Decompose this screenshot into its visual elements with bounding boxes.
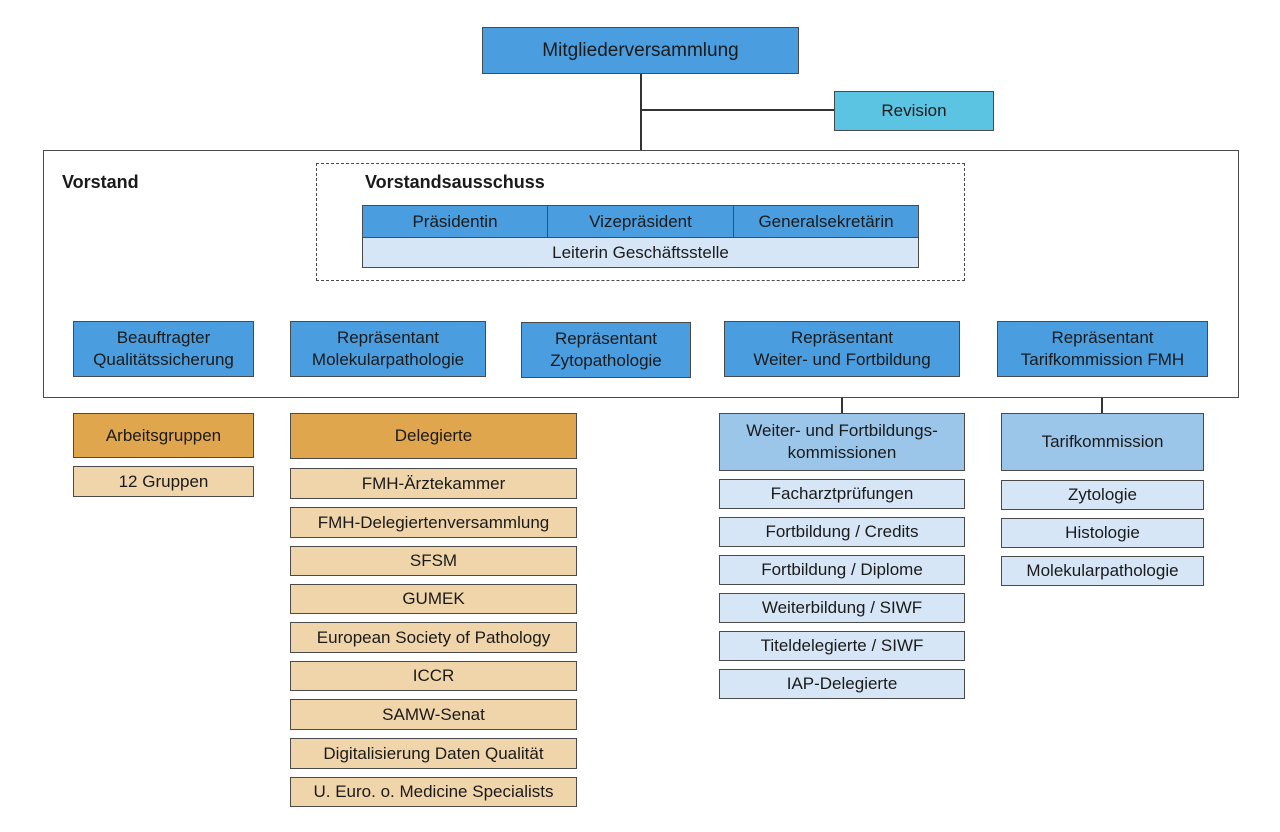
weiterbildung-item: Fortbildung / Credits (719, 517, 965, 547)
arbeitsgruppen-header: Arbeitsgruppen (73, 413, 254, 458)
member-molekularpathologie: Repräsentant Molekularpathologie (290, 321, 486, 377)
weiterbildung-item: Weiterbildung / SIWF (719, 593, 965, 623)
member-weiter-fortbildung: Repräsentant Weiter- und Fortbildung (724, 321, 960, 377)
delegierte-item: U. Euro. o. Medicine Specialists (290, 777, 577, 807)
role-vizepraesident: Vizepräsident (547, 205, 734, 238)
tarif-item: Zytologie (1001, 480, 1204, 510)
delegierte-item: European Society of Pathology (290, 622, 577, 653)
connector-assembly-to-vorstand (640, 73, 642, 151)
tarif-header: Tarifkommission (1001, 413, 1204, 471)
connector-to-revision (640, 109, 835, 111)
delegierte-item: SFSM (290, 546, 577, 576)
weiterbildung-item: Facharztprüfungen (719, 479, 965, 509)
vorstand-label: Vorstand (62, 172, 139, 192)
tarif-item: Molekularpathologie (1001, 556, 1204, 586)
tarif-item: Histologie (1001, 518, 1204, 548)
member-qualitaetssicherung: Beauftragter Qualitätssicherung (73, 321, 254, 377)
delegierte-item: FMH-Delegiertenversammlung (290, 507, 577, 538)
role-praesidentin: Präsidentin (362, 205, 548, 238)
weiterbildung-header: Weiter- und Fortbildungs- kommissionen (719, 413, 965, 471)
committee-label: Vorstandsausschuss (365, 172, 545, 192)
arbeitsgruppen-item: 12 Gruppen (73, 466, 254, 497)
member-tarifkommission: Repräsentant Tarifkommission FMH (997, 321, 1208, 377)
committee-frame (316, 163, 965, 281)
weiterbildung-item: IAP-Delegierte (719, 669, 965, 699)
delegierte-header: Delegierte (290, 413, 577, 459)
weiterbildung-item: Fortbildung / Diplome (719, 555, 965, 585)
weiterbildung-item: Titeldelegierte / SIWF (719, 631, 965, 661)
delegierte-item: FMH-Ärztekammer (290, 468, 577, 499)
assembly-box: Mitgliederversammlung (482, 27, 799, 74)
member-zytopathologie: Repräsentant Zytopathologie (521, 322, 691, 378)
delegierte-item: ICCR (290, 661, 577, 691)
delegierte-item: GUMEK (290, 584, 577, 614)
office-box: Leiterin Geschäftsstelle (362, 237, 919, 268)
delegierte-item: Digitalisierung Daten Qualität (290, 738, 577, 769)
role-generalsekretaerin: Generalsekretärin (733, 205, 919, 238)
delegierte-item: SAMW-Senat (290, 699, 577, 730)
revision-box: Revision (834, 91, 994, 131)
